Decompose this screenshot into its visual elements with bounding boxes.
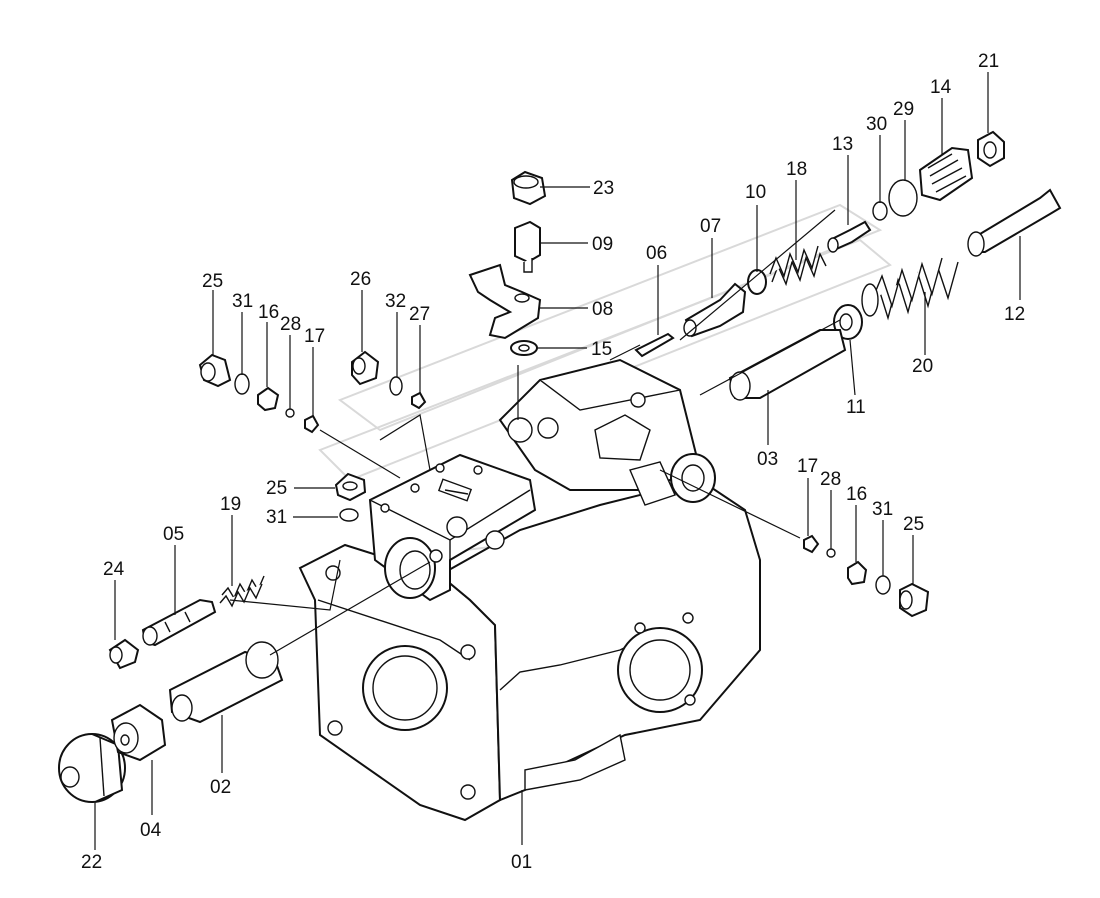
part-16-orifice-left <box>257 386 280 412</box>
callout-29: 29 <box>893 99 914 120</box>
callout-25-right: 25 <box>903 514 924 535</box>
callout-11: 11 <box>846 397 866 418</box>
part-17-plug-left <box>304 414 320 434</box>
part-08-lever <box>468 263 542 340</box>
part-16-orifice-right <box>847 560 868 586</box>
callout-13: 13 <box>832 134 853 155</box>
pump-housing <box>298 358 761 822</box>
callout-19: 19 <box>220 494 241 515</box>
callout-31-left: 31 <box>232 291 253 312</box>
callout-25-left: 25 <box>202 271 223 292</box>
callout-06: 06 <box>646 243 667 264</box>
callout-02: 02 <box>210 777 231 798</box>
callout-04: 04 <box>140 820 162 841</box>
part-18-spring <box>769 245 827 287</box>
part-21-nut <box>977 130 1005 168</box>
part-23-plug <box>510 170 547 206</box>
callout-24: 24 <box>103 559 125 580</box>
part-05-spool <box>141 598 217 647</box>
callout-05: 05 <box>163 524 184 545</box>
callout-10: 10 <box>745 182 766 203</box>
part-02-sleeve <box>168 641 284 724</box>
part-31-oring-middle <box>339 508 359 522</box>
callout-23: 23 <box>593 178 614 199</box>
callout-18: 18 <box>786 159 807 180</box>
part-20-spring <box>861 257 959 321</box>
part-04-cap <box>110 703 167 762</box>
callout-20: 20 <box>912 356 933 377</box>
callout-leaders <box>94 72 1021 850</box>
part-25-plug-right <box>899 582 930 618</box>
part-11-spring-seat-hole <box>839 313 853 331</box>
part-25-plug-middle <box>334 472 367 502</box>
callouts: 01 02 03 04 05 06 07 08 09 10 11 12 13 1… <box>81 51 1025 873</box>
callout-21: 21 <box>978 51 999 72</box>
part-32-oring <box>389 376 403 396</box>
callout-27: 27 <box>409 304 430 325</box>
callout-12: 12 <box>1004 304 1025 325</box>
callout-17-left: 17 <box>304 326 325 347</box>
callout-01: 01 <box>511 852 532 873</box>
part-25-plug-left <box>198 353 232 388</box>
callout-28-left: 28 <box>280 314 301 335</box>
part-17-plug-right <box>803 534 820 554</box>
part-26-plug <box>351 350 380 386</box>
part-03-sleeve <box>728 329 847 401</box>
callout-26: 26 <box>350 269 371 290</box>
part-28-ball-left <box>285 408 295 418</box>
callout-31-middle: 31 <box>266 507 287 528</box>
part-10-washer <box>747 269 767 295</box>
part-31-oring-left <box>234 373 250 395</box>
callout-28-right: 28 <box>820 469 841 490</box>
part-28-ball-right <box>826 548 836 558</box>
callout-32: 32 <box>385 291 406 312</box>
callout-09: 09 <box>592 234 613 255</box>
part-30-oring <box>872 201 888 221</box>
callout-15: 15 <box>591 339 612 360</box>
callout-30: 30 <box>866 114 887 135</box>
callout-22: 22 <box>81 852 102 873</box>
part-24-plug <box>108 638 140 670</box>
callout-14: 14 <box>930 77 952 98</box>
part-13-screw <box>827 220 872 253</box>
part-06-pin <box>634 332 675 358</box>
part-31-oring-right <box>875 575 891 595</box>
part-27-plug <box>411 391 427 410</box>
part-12-piston <box>967 188 1062 257</box>
part-29-oring <box>888 179 918 217</box>
callout-03: 03 <box>757 449 778 470</box>
part-09-piston <box>514 220 541 273</box>
part-22-plug <box>58 733 126 803</box>
callout-16-left: 16 <box>258 302 279 323</box>
callout-07: 07 <box>700 216 721 237</box>
part-14-sleeve <box>918 146 974 202</box>
part-15-washer-hole <box>518 344 530 352</box>
assembly-lines <box>229 209 841 656</box>
callout-25-middle: 25 <box>266 478 287 499</box>
callout-08: 08 <box>592 299 613 320</box>
callout-16-right: 16 <box>846 484 867 505</box>
callout-31-right: 31 <box>872 499 893 520</box>
callout-17-right: 17 <box>797 456 818 477</box>
